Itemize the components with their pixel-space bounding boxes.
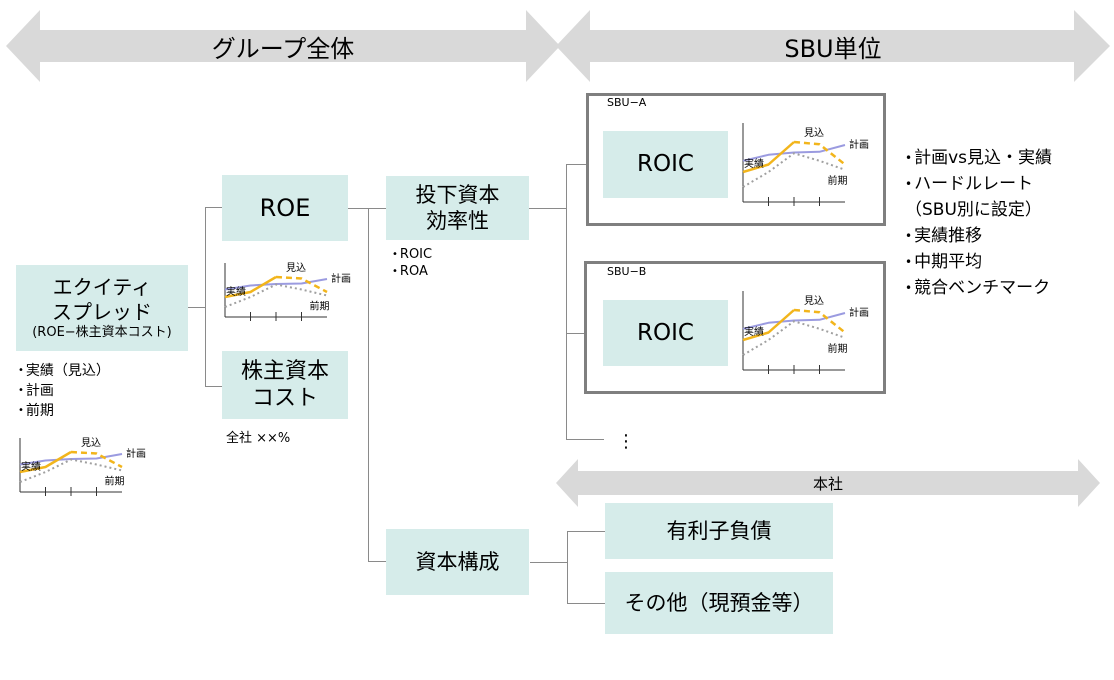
roe-label: ROE: [259, 194, 311, 222]
cost-of-equity-note: 全社 ××%: [226, 431, 291, 446]
headquarters-label: 本社: [812, 474, 843, 493]
sbu-unit-arrow: [556, 10, 1110, 82]
label-forecast: 見込: [286, 262, 306, 274]
series-line-前期: [742, 152, 846, 188]
series-line-見込: [70, 450, 123, 469]
point-item-continuation: （SBU別に設定）: [905, 200, 1042, 220]
connector: [566, 164, 567, 439]
sbu-b-roic-label: ROIC: [637, 319, 694, 346]
connector: [368, 208, 386, 209]
label-prior: 前期: [828, 174, 848, 187]
label-forecast: 見込: [804, 127, 824, 139]
series-line-前期: [742, 320, 846, 356]
series-line-実績: [742, 141, 795, 174]
series-line-前期: [224, 283, 328, 308]
equity-spread-title-1: エクイティ: [52, 274, 152, 299]
interest-bearing-debt-label: 有利子負債: [666, 518, 772, 543]
point-item: 中期平均: [905, 249, 1052, 275]
more-sbus-ellipsis: ⋮: [617, 431, 635, 452]
connector: [566, 164, 602, 165]
interest-bearing-debt-box: 有利子負債: [605, 503, 833, 559]
equity-spread-box: エクイティ スプレッド (ROE−株主資本コスト): [16, 265, 188, 351]
series-line-実績: [19, 450, 72, 474]
connector: [348, 208, 370, 209]
group-whole-arrow: [6, 10, 560, 82]
sbu-unit-label: SBU単位: [784, 34, 882, 63]
capital-efficiency-line1: 投下資本: [415, 182, 500, 207]
connector: [205, 207, 222, 208]
connector: [567, 603, 605, 604]
bullet-item: 計画: [18, 381, 110, 401]
series-line-見込: [793, 308, 846, 334]
bullet-item: ROIC: [392, 246, 432, 263]
label-prior: 前期: [105, 475, 125, 488]
sbu-evaluation-points: 計画vs見込・実績 ハードルレート （SBU別に設定） 実績推移 中期平均 競合…: [905, 145, 1052, 301]
label-forecast: 見込: [81, 437, 101, 449]
capital-structure-box: 資本構成: [386, 529, 529, 595]
other-cash-label: その他（現預金等）: [624, 590, 814, 615]
sbu-b-roic-box: ROIC: [603, 300, 728, 366]
connector: [529, 208, 567, 209]
label-actual: 実績: [744, 325, 764, 338]
cost-of-equity-box: 株主資本 コスト: [222, 351, 348, 419]
connector: [368, 208, 369, 562]
point-item: 競合ベンチマーク: [905, 275, 1052, 301]
connector: [205, 207, 206, 387]
series-line-実績: [742, 309, 795, 342]
connector: [567, 531, 568, 604]
series-line-見込: [275, 275, 328, 294]
label-plan: 計画: [126, 447, 146, 460]
equity-spread-bullets: 実績（見込） 計画 前期: [18, 361, 110, 421]
connector: [205, 386, 222, 387]
connector: [188, 307, 205, 308]
sbu-a-roic-box: ROIC: [603, 131, 728, 198]
series-line-実績: [224, 275, 277, 299]
sbu-b-name: SBU−B: [607, 265, 647, 278]
label-plan: 計画: [849, 138, 869, 151]
bullet-item: 実績（見込）: [18, 361, 110, 381]
sbu-a-roic-label: ROIC: [637, 151, 694, 178]
cost-of-equity-line2: コスト: [251, 386, 318, 411]
label-prior: 前期: [828, 342, 848, 355]
other-cash-box: その他（現預金等）: [605, 572, 833, 634]
bullet-item: ROA: [392, 263, 432, 280]
label-forecast: 見込: [804, 295, 824, 307]
cost-of-equity-line1: 株主資本: [240, 358, 329, 384]
label-prior: 前期: [310, 300, 330, 313]
connector: [368, 561, 386, 562]
connector: [567, 531, 605, 532]
bullet-item: 前期: [18, 401, 110, 421]
series-line-見込: [793, 140, 846, 166]
group-whole-label: グループ全体: [211, 34, 355, 63]
roe-box: ROE: [222, 175, 348, 241]
label-actual: 実績: [21, 460, 41, 473]
connector: [566, 439, 604, 440]
equity-spread-title-2: スプレッド: [52, 299, 152, 324]
label-actual: 実績: [226, 285, 246, 298]
capital-efficiency-bullets: ROIC ROA: [392, 246, 432, 280]
label-plan: 計画: [331, 272, 351, 285]
headquarters-arrow: [556, 459, 1100, 507]
connector: [530, 562, 568, 563]
point-item: ハードルレート: [905, 171, 1052, 197]
capital-efficiency-box: 投下資本 効率性: [386, 176, 529, 240]
equity-spread-subtitle: (ROE−株主資本コスト): [32, 324, 172, 340]
capital-structure-label: 資本構成: [415, 549, 500, 574]
series-line-前期: [19, 458, 123, 483]
point-item: 計画vs見込・実績: [905, 145, 1052, 171]
point-item: 実績推移: [905, 223, 1052, 249]
capital-efficiency-line2: 効率性: [426, 209, 489, 233]
sbu-a-name: SBU−A: [607, 96, 647, 109]
label-plan: 計画: [849, 306, 869, 319]
label-actual: 実績: [744, 157, 764, 170]
